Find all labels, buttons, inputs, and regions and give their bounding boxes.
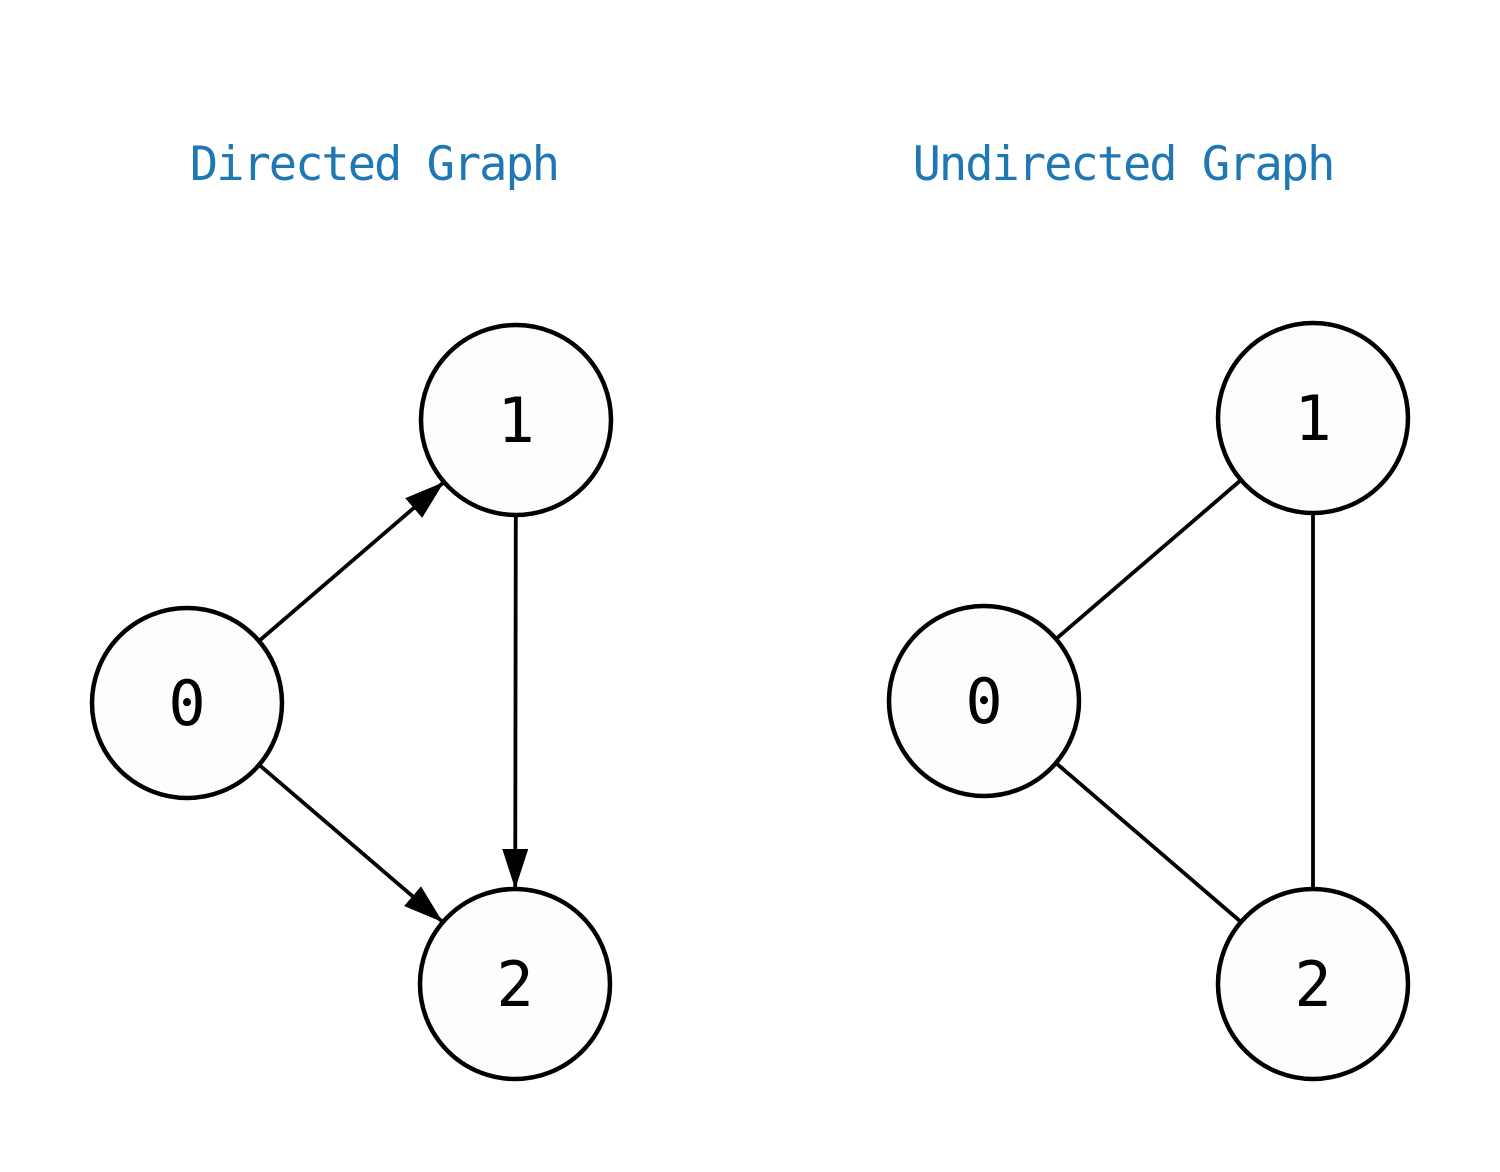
undirected-node-2: [1215, 886, 1411, 1082]
directed-node-2: [417, 886, 613, 1082]
undirected-node-0-label: 0: [965, 665, 1002, 738]
directed-node-0: [89, 605, 285, 801]
undirected-node-1-label: 1: [1294, 382, 1331, 455]
directed-node-2-label: 2: [496, 948, 533, 1021]
directed-edge-1-2: [502, 514, 529, 890]
undirected-graph-title: Undirected Graph: [913, 137, 1334, 192]
undirected-node-0: [886, 603, 1082, 799]
undirected-node-1: [1215, 320, 1411, 516]
titles-layer: Directed Graph Undirected Graph: [190, 137, 1335, 192]
directed-node-1-label: 1: [497, 384, 534, 457]
directed-edge-0-2: [257, 763, 445, 924]
undirected-edge-0-1: [1054, 478, 1243, 641]
directed-node-0-label: 0: [168, 667, 205, 740]
directed-edge-0-1: [257, 480, 446, 643]
undirected-edge-0-2: [1054, 761, 1243, 924]
directed-node-1: [418, 322, 614, 518]
undirected-node-2-label: 2: [1294, 948, 1331, 1021]
edges-layer: [257, 478, 1315, 924]
directed-graph-title: Directed Graph: [190, 137, 558, 192]
nodes-layer: 0 1 2 0 1 2: [89, 320, 1411, 1082]
